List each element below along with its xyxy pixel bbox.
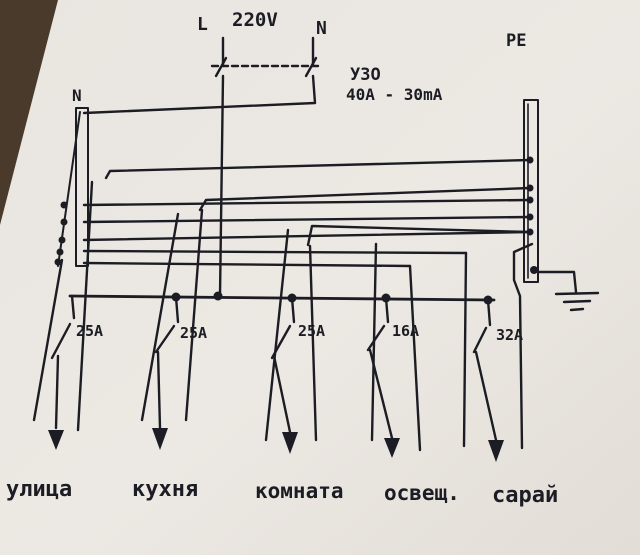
arrow-circuit-2 — [152, 428, 168, 450]
horizontal-wire-3 — [82, 230, 532, 242]
rcd-symbol — [210, 56, 322, 78]
circuit-label-5: сарай — [492, 483, 558, 508]
earth-bar-label: PE — [506, 31, 526, 51]
horizontal-wire-8 — [306, 224, 532, 247]
ground-symbol — [536, 270, 600, 312]
horizontal-wire-7 — [198, 186, 532, 212]
phase-feed-to-busbar — [218, 74, 225, 298]
arrow-circuit-1 — [48, 430, 64, 450]
breaker-rating-3: 25A — [298, 322, 325, 340]
connection-dots — [54, 156, 538, 305]
breaker-switch-1 — [50, 294, 76, 360]
rcd-name-label: УЗО — [350, 65, 381, 85]
circuit-label-3: комната — [255, 479, 344, 503]
breaker-rating-5: 32A — [496, 326, 523, 344]
arrow-circuit-3 — [282, 432, 298, 454]
neutral-bar — [75, 107, 89, 267]
circuit-label-4: освещ. — [384, 481, 460, 505]
rcd-rating-label: 40A - 30mA — [346, 85, 443, 104]
breaker-rating-4: 16A — [392, 322, 419, 340]
voltage-label: 220V — [232, 9, 278, 31]
horizontal-wire-4 — [82, 249, 468, 255]
circuit-wires — [32, 180, 534, 452]
arrow-circuit-5 — [488, 440, 504, 462]
horizontal-wire-2 — [82, 215, 532, 224]
arrow-circuit-4 — [384, 438, 400, 458]
breaker-rating-1: 25A — [76, 322, 103, 340]
breaker-rating-2: 25A — [180, 324, 207, 342]
circuit-arrows — [48, 428, 504, 462]
neutral-bar-label: N — [72, 86, 82, 105]
circuit-label-2: кухня — [132, 477, 198, 502]
horizontal-wire-6 — [104, 158, 532, 180]
neutral-feed-to-bar — [82, 74, 317, 115]
neutral-supply-label: N — [316, 18, 327, 39]
horizontal-wire-5 — [82, 261, 412, 268]
phase-label: L — [197, 14, 208, 35]
earth-bar — [523, 99, 539, 283]
horizontal-wire-1 — [82, 198, 532, 207]
circuit-label-1: улица — [6, 477, 72, 502]
